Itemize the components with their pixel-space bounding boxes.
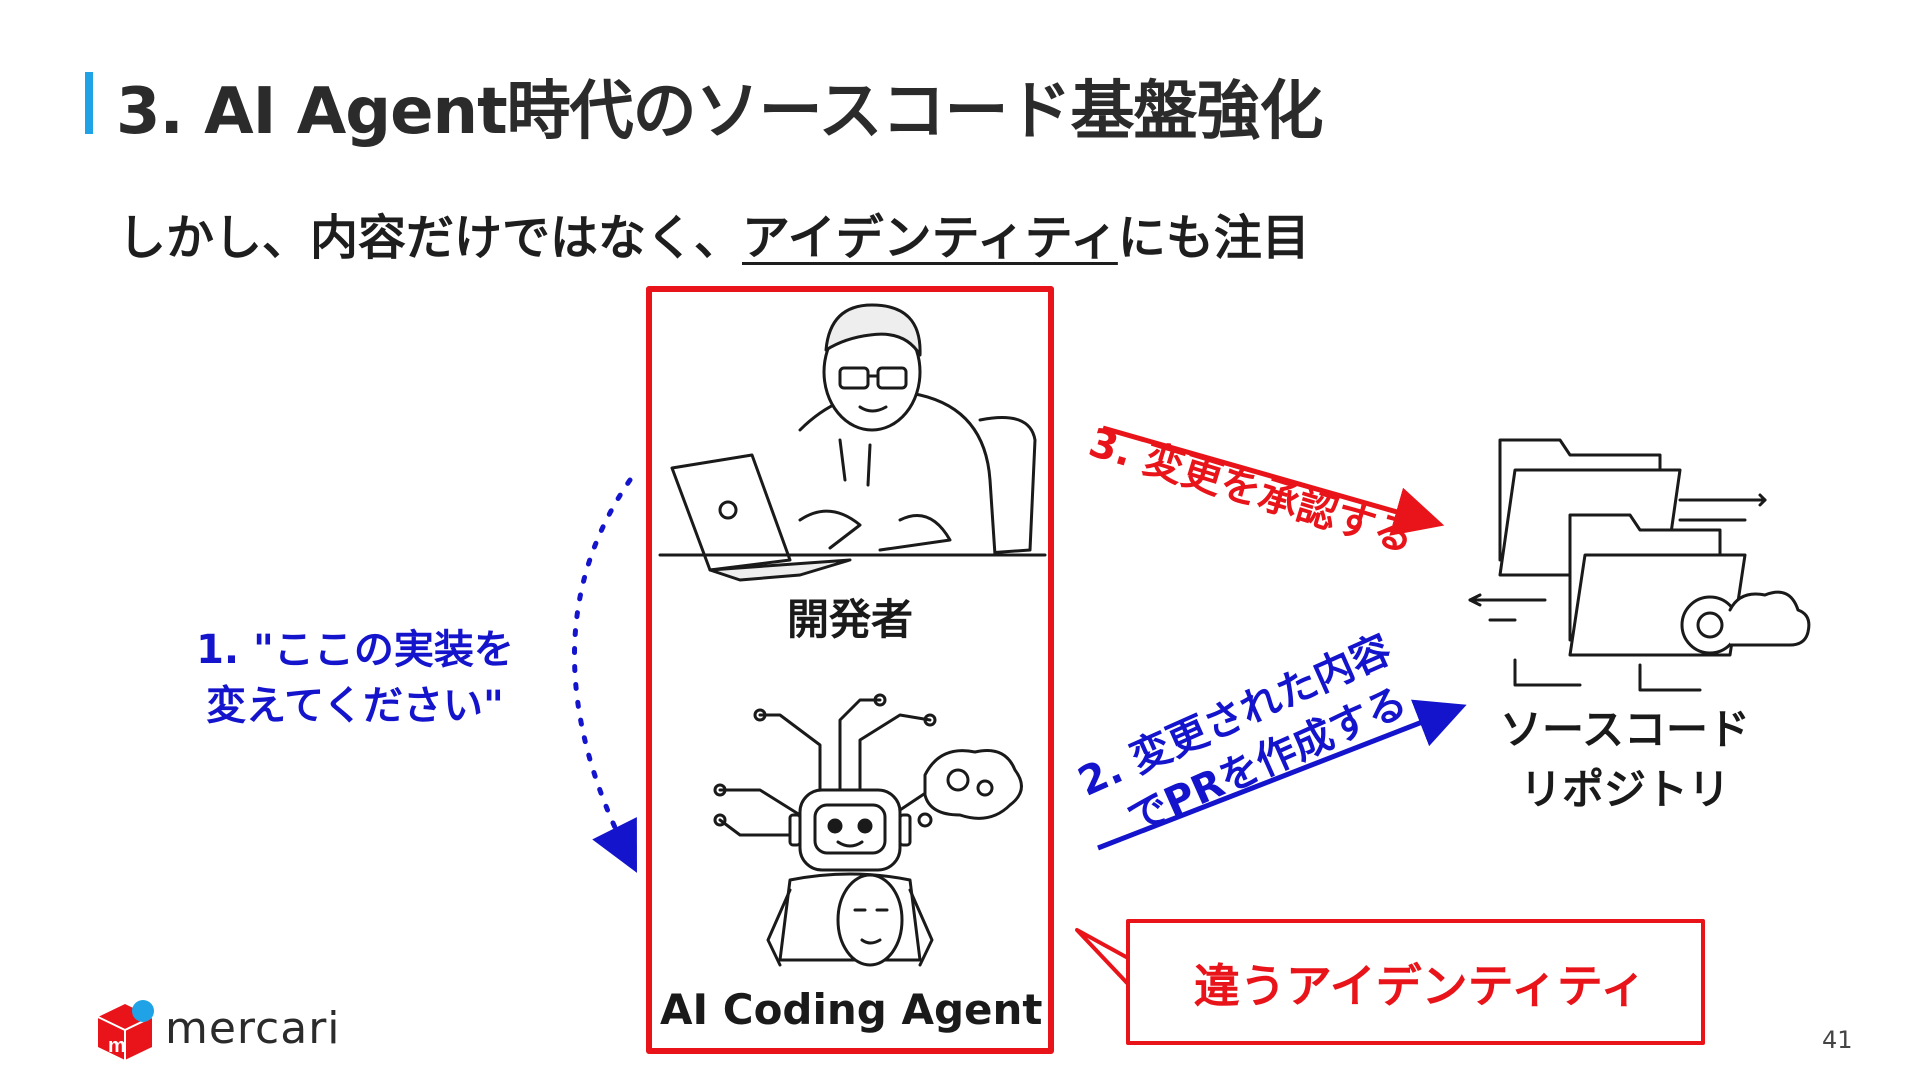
request-line-2: 変えてください" <box>160 678 550 734</box>
repo-line-1: ソースコード <box>1460 700 1790 760</box>
page-number: 41 <box>1822 1026 1853 1054</box>
request-arrow <box>574 480 630 855</box>
agent-label: AI Coding Agent <box>660 985 1040 1034</box>
repo-line-2: リポジトリ <box>1460 760 1790 820</box>
request-label: 1. "ここの実装を 変えてください" <box>160 622 550 734</box>
developer-illustration <box>660 305 1045 580</box>
developer-label: 開発者 <box>700 586 1000 647</box>
logo-text: mercari <box>165 1003 341 1054</box>
repository-icon <box>1470 440 1809 690</box>
repo-label: ソースコード リポジトリ <box>1460 700 1790 820</box>
callout-text: 違うアイデンティティ <box>1140 950 1700 1016</box>
request-line-1: 1. "ここの実装を <box>160 622 550 678</box>
mercari-logo-icon: m <box>98 1000 154 1060</box>
robot-illustration <box>715 695 1021 965</box>
svg-text:m: m <box>108 1035 126 1057</box>
